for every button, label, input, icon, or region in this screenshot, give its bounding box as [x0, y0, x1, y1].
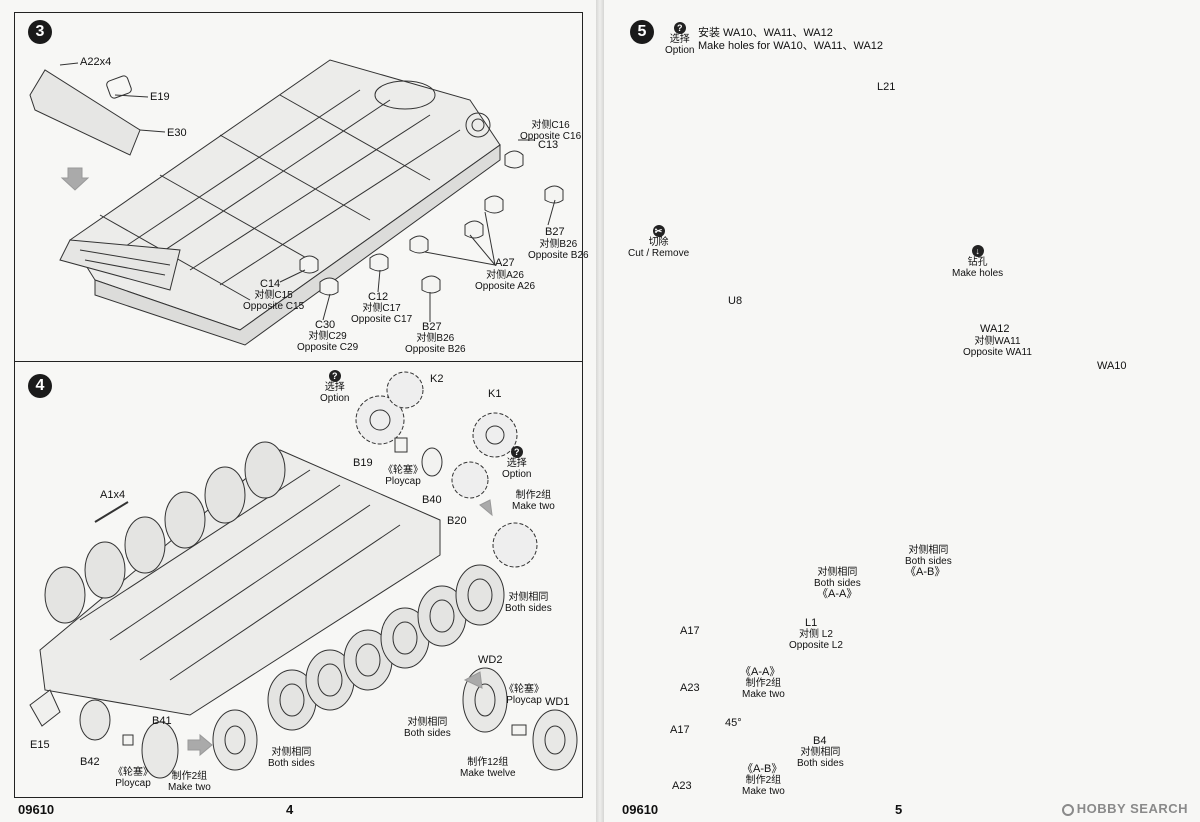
- left-product-code: 09610: [18, 802, 55, 817]
- label-k2: K2: [430, 373, 444, 385]
- label-aa: 《A-A》: [817, 588, 858, 600]
- right-page: [602, 0, 1200, 822]
- label-l1: L1: [805, 617, 818, 629]
- label-u8: U8: [728, 295, 743, 307]
- label-a23-2: A23: [672, 780, 692, 792]
- question-icon: ?: [510, 446, 523, 458]
- step4-panel: [14, 361, 583, 798]
- label-a23-1: A23: [680, 682, 700, 694]
- cut-icon: ✂: [652, 225, 665, 237]
- page-gutter: [596, 0, 604, 822]
- label-b19: B19: [353, 457, 373, 469]
- right-page-number: 5: [895, 802, 903, 817]
- label-a17-1: A17: [680, 625, 700, 637]
- label-b42: B42: [80, 756, 100, 768]
- question-icon: ?: [328, 370, 341, 382]
- question-icon: ?: [673, 22, 686, 34]
- label-b20: B20: [447, 515, 467, 527]
- label-polycap-3: 《轮塞》Ploycap: [113, 767, 153, 789]
- label-polycap-1: 《轮塞》Ploycap: [383, 465, 423, 487]
- label-a27: A27: [495, 257, 515, 269]
- label-wa10: WA10: [1097, 360, 1127, 372]
- label-b27-bottom: B27: [422, 321, 442, 333]
- step5-number: 5: [630, 20, 654, 44]
- drill-icon: ↓: [971, 245, 984, 257]
- label-e15: E15: [30, 739, 50, 751]
- left-page-number: 4: [286, 802, 294, 817]
- label-e30: E30: [167, 127, 187, 139]
- label-c14: C14: [260, 278, 281, 290]
- label-l21: L21: [877, 81, 896, 93]
- label-ab: 《A-B》: [905, 566, 946, 578]
- step3-drawing: [29, 59, 578, 779]
- step3-number: 3: [28, 20, 52, 44]
- label-ab-detail: 《A-B》: [742, 763, 783, 775]
- label-c30: C30: [315, 319, 336, 331]
- watermark: HOBBY SEARCH: [1061, 801, 1188, 816]
- label-b4: B4: [813, 735, 827, 747]
- label-a17-2: A17: [670, 724, 690, 736]
- label-angle: 45°: [725, 717, 742, 729]
- label-wd1: WD1: [545, 696, 570, 708]
- label-b27-top: B27: [545, 226, 565, 238]
- label-polycap-2: 《轮塞》Ploycap: [504, 684, 544, 706]
- label-a22: A22x4: [80, 56, 112, 68]
- label-e19: E19: [150, 91, 170, 103]
- label-b41: B41: [152, 715, 172, 727]
- label-a1: A1x4: [100, 489, 126, 501]
- watermark-logo-icon: [1061, 803, 1074, 816]
- label-wa12: WA12: [980, 323, 1010, 335]
- label-aa-detail: 《A-A》: [740, 666, 781, 678]
- label-c12: C12: [368, 291, 389, 303]
- right-product-code: 09610: [622, 802, 659, 817]
- label-b40: B40: [422, 494, 442, 506]
- label-wd2: WD2: [478, 654, 503, 666]
- step4-number: 4: [28, 374, 52, 398]
- label-k1: K1: [488, 388, 502, 400]
- label-c13: C13: [538, 139, 559, 151]
